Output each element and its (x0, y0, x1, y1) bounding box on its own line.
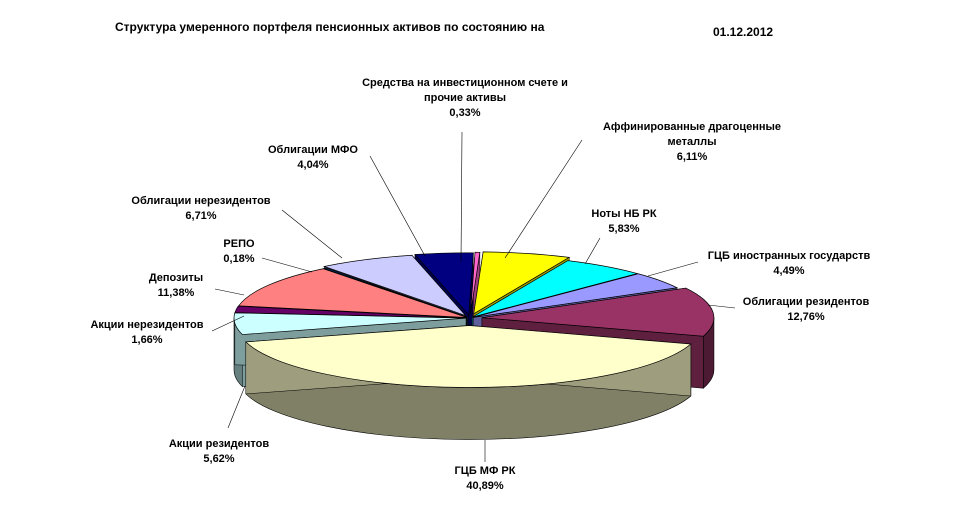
leader-line-5 (707, 304, 736, 309)
leader-line-9 (214, 288, 245, 296)
slice-label-9: Депозиты 11,38% (149, 272, 203, 299)
slice-label-1: Средства на инвестиционном счете и прочие… (362, 77, 568, 119)
slice-percent-6: 40,89% (466, 480, 504, 492)
slice-name-5-line-1: Облигации резидентов (743, 296, 870, 308)
pie-slice-12 (414, 252, 474, 316)
slice-percent-5: 12,76% (787, 311, 825, 323)
slice-label-5: Облигации резидентов 12,76% (743, 296, 870, 323)
slice-label-2: Аффинированные драгоценные металлы 6,11% (603, 121, 781, 163)
slice-label-12: Облигации МФО 4,04% (268, 144, 358, 171)
slice-label-10: РЕПО 0,18% (223, 238, 255, 265)
slice-name-11-line-1: Облигации нерезидентов (131, 195, 270, 207)
slice-label-7: Акции резидентов 5,62% (169, 438, 270, 465)
leader-line-10 (261, 257, 313, 273)
slice-percent-10: 0,18% (223, 253, 254, 265)
slice-name-1-line-2: прочие активы (424, 92, 506, 104)
pie-slice-11 (322, 254, 467, 317)
slice-percent-3: 5,83% (608, 223, 639, 235)
slice-percent-4: 4,49% (773, 265, 804, 277)
pie-slice-4 (473, 273, 679, 318)
slice-name-8-line-1: Акции нерезидентов (90, 319, 203, 331)
slice-label-8: Акции нерезидентов 1,66% (90, 319, 203, 346)
slice-name-10-line-1: РЕПО (223, 238, 255, 250)
chart-date: 01.12.2012 (713, 25, 774, 39)
pie-slice-5 (481, 287, 715, 337)
slice-percent-12: 4,04% (297, 159, 328, 171)
leader-line-1 (460, 131, 463, 263)
leader-line-2 (504, 139, 583, 259)
slice-percent-9: 11,38% (158, 287, 195, 299)
pie-slice-1 (470, 251, 481, 315)
slice-name-1-line-1: Средства на инвестиционном счете и (362, 77, 568, 89)
slice-label-11: Облигации нерезидентов 6,71% (131, 195, 270, 222)
slice-name-2-line-2: металлы (668, 136, 717, 148)
slice-name-2-line-1: Аффинированные драгоценные (603, 121, 781, 133)
slice-percent-2: 6,11% (677, 151, 708, 163)
chart-title: Структура умеренного портфеля пенсионных… (115, 20, 545, 34)
slice-percent-11: 6,71% (185, 210, 216, 222)
slice-percent-7: 5,62% (203, 453, 234, 465)
slice-percent-8: 1,66% (131, 334, 162, 346)
slice-label-6: ГЦБ МФ РК 40,89% (455, 465, 516, 492)
pie-slice-3 (472, 260, 639, 318)
slice-label-3: Ноты НБ РК 5,83% (591, 208, 656, 235)
pie-tops (233, 251, 715, 388)
leader-line-11 (281, 209, 343, 259)
slice-name-3-line-1: Ноты НБ РК (591, 208, 656, 220)
pie-slice-2 (473, 251, 571, 315)
pie-slice-6 (245, 325, 692, 388)
leader-line-7 (227, 385, 246, 429)
leader-line-8 (211, 315, 245, 332)
slice-name-7-line-1: Акции резидентов (169, 438, 270, 450)
slice-name-4-line-1: ГЦБ иностранных государств (708, 250, 871, 262)
pie-slice-9 (238, 268, 467, 318)
leader-line-3 (584, 237, 601, 265)
pie-slice-10 (322, 267, 468, 318)
slice-label-4: ГЦБ иностранных государств 4,49% (708, 250, 871, 277)
slice-percent-1: 0,33% (449, 107, 480, 119)
slice-labels: Средства на инвестиционном счете и прочие… (90, 77, 870, 492)
pie-slice-8 (234, 305, 467, 319)
leader-line-12 (369, 155, 426, 257)
slice-name-6-line-1: ГЦБ МФ РК (455, 465, 516, 477)
slice-name-12-line-1: Облигации МФО (268, 144, 358, 156)
slice-name-9-line-1: Депозиты (149, 272, 203, 284)
leader-line-4 (647, 261, 699, 277)
